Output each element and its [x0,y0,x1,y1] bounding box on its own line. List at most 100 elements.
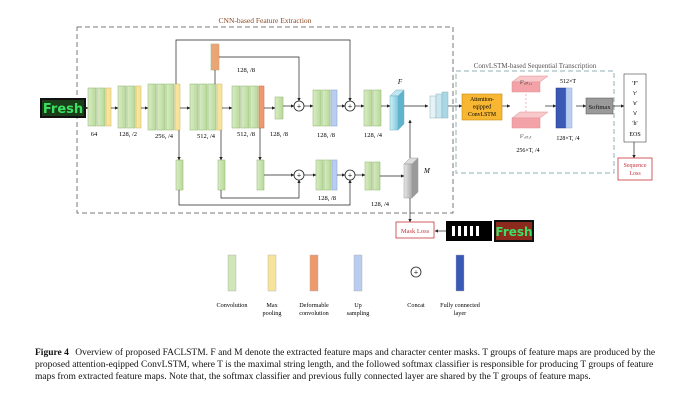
seq-loss-1: Sequence [624,163,647,169]
softmax-label: Softmax [588,104,611,111]
legend-label-1-0: Max [266,302,278,309]
connectors [84,39,636,233]
concat-icon [410,266,422,278]
char-4: 's' [633,111,638,117]
concat-4: + [344,169,356,181]
lstm-region [455,70,615,174]
label-f: F [397,78,403,86]
concat-1: + [293,100,305,112]
legend-label-3-0: Up [354,302,362,309]
mask-word: Fresh [495,225,532,239]
attn-line-2: eqipped [473,105,491,111]
legend-item-4: + Concat [407,266,425,309]
top-deform-branch [210,43,220,71]
dim-128-8-b: 128, /8 [318,195,336,202]
concat-3: + [293,169,305,181]
attn-line-1: Attention- [470,97,494,103]
f-prime-stack [511,75,549,129]
attention-convlstm: Attention- eqipped ConvLSTM [461,93,503,121]
stage-128-4-b [364,161,381,191]
cnn-region [76,26,454,214]
char-5: 'h' [632,121,637,127]
architecture-diagram: CNN-based Feature Extraction ConvLSTM-ba… [40,16,653,317]
plus-icon: + [414,268,419,277]
dim-512t: 512×T [560,79,576,85]
svg-text:+: + [348,171,353,180]
legend-label-5-1: layer [454,310,466,317]
stage-128-8-conv [274,96,284,120]
dim-128-2: 128, /2 [119,131,137,138]
output-chars: 'F' 'r' 'e' 's' 'h' EOS [623,73,647,143]
mask-image: Fresh [446,220,534,242]
cnn-title: CNN-based Feature Extraction [219,16,312,25]
sequence-loss-box: Sequence Loss [617,157,653,181]
feature-stack [429,91,449,119]
dim-256t: 256×T, /4 [516,148,539,154]
mask-loss-label: Mask Loss [401,228,430,235]
legend-swatch-2 [309,254,319,292]
svg-text:+: + [297,171,302,180]
dim-128t: 128×T, /4 [556,136,579,142]
svg-text:+: + [297,102,302,111]
dim-512-4: 512, /4 [197,133,216,140]
svg-text:+: + [348,102,353,111]
stage-128-4-a [363,89,382,127]
legend-swatch-5 [455,254,465,292]
dim-128-8-top: 128, /8 [237,67,255,74]
low-conv-2 [217,159,226,191]
low-conv-3 [256,159,265,191]
mask-loss-box: Mask Loss [395,221,435,239]
mask-map-m [403,157,419,199]
legend-swatch-1 [267,254,277,292]
stage-512-4 [189,83,223,131]
legend-label-2-1: convolution [299,310,329,317]
dim-128-8-side: 128, /8 [270,131,288,138]
stage-256-4 [147,83,181,131]
char-3: 'e' [633,101,638,107]
legend-swatch-0 [227,254,237,292]
f-prime-top-label: F'ₐₜₜ,₁ [520,80,532,86]
dim-512-8: 512, /8 [237,131,255,138]
dim-128-4-a: 128, /4 [364,132,383,139]
input-image: Fresh [40,98,86,118]
stage-128-8-a [312,89,338,127]
stage-128-2 [117,85,142,129]
stage-128-8-b [315,159,338,191]
attn-line-3: ConvLSTM [468,112,496,118]
f-prime-bottom-label: F'ₐₜₜ,ₜ [520,134,532,140]
caption-text: Overview of proposed FACLSTM. F and M de… [35,348,656,382]
dim-64: 64 [91,131,98,138]
fc-layer [555,87,573,129]
dim-128-8-a: 128, /8 [317,132,335,139]
char-1: 'F' [632,81,638,87]
feature-map-f [389,89,405,131]
lstm-title: ConvLSTM-based Sequential Transcription [474,62,597,70]
concat-2: + [344,100,356,112]
stage-64 [87,87,112,127]
legend-label-2-0: Deformable [299,302,329,309]
softmax-box: Softmax [585,97,614,115]
legend-label-4-0: Concat [407,302,425,309]
dim-128-4-b: 128, /4 [371,201,390,208]
dim-256-4: 256, /4 [155,133,174,140]
low-conv-1 [175,159,184,191]
legend-label-1-1: pooling [263,310,282,317]
caption-label: Figure 4 [35,348,69,358]
seq-loss-2: Loss [629,171,641,177]
legend-label-0-0: Convolution [217,302,248,309]
stage-512-8 [231,85,265,129]
legend-swatch-3 [353,254,363,292]
legend-label-3-1: sampling [347,310,370,317]
figure-caption: Figure 4 Overview of proposed FACLSTM. F… [35,347,671,383]
char-eos: EOS [629,132,640,138]
input-word: Fresh [43,102,83,117]
char-2: 'r' [633,91,637,97]
legend-item-0: Convolution [217,254,248,309]
label-m: M [423,167,431,175]
legend-label-5-0: Fully connected [440,302,481,309]
